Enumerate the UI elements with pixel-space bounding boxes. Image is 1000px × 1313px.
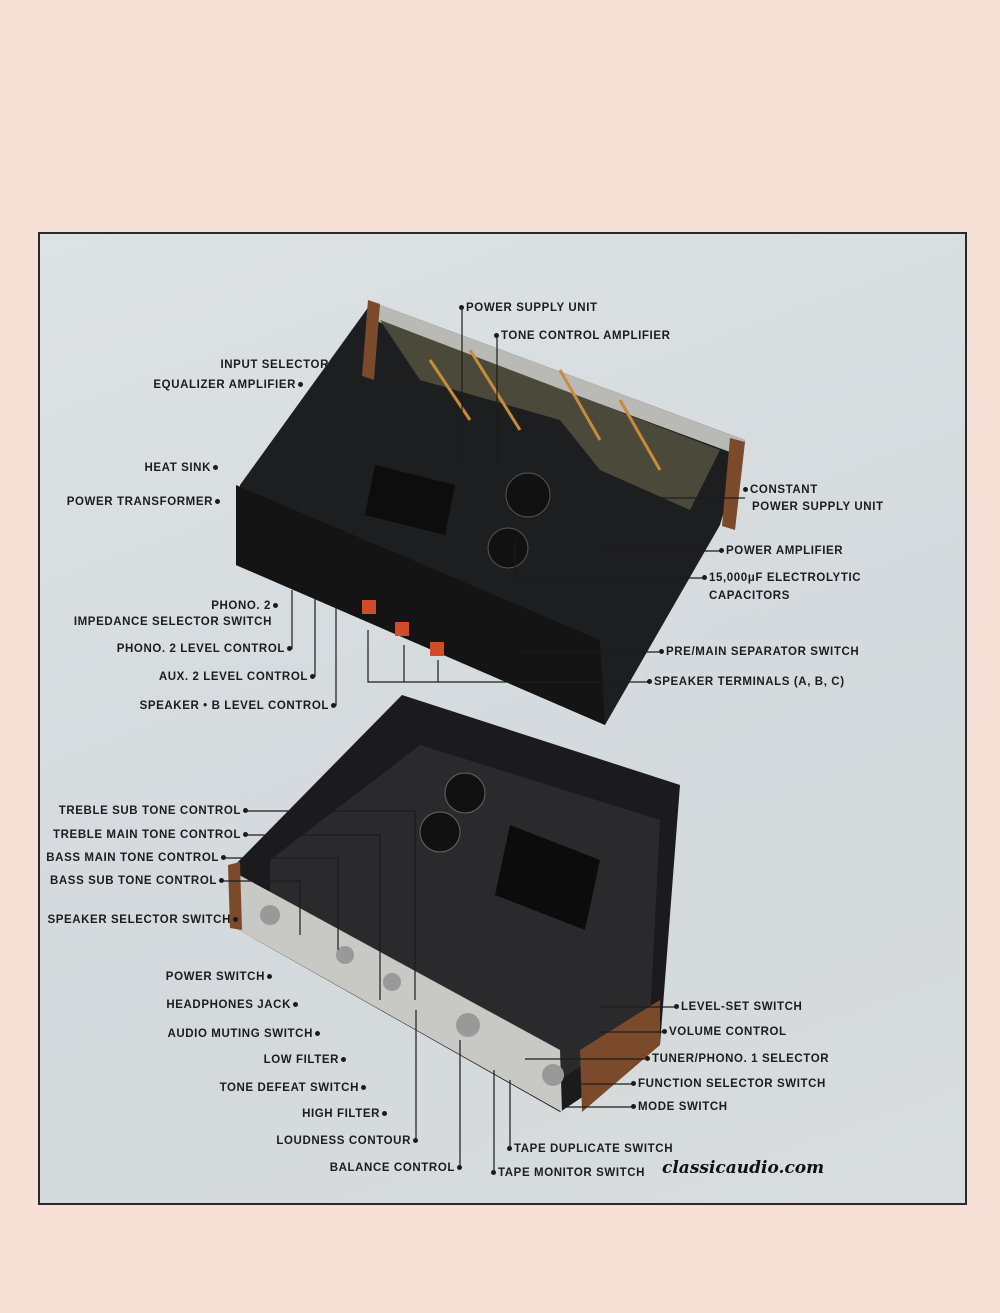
label-bass-main-tone-control: BASS MAIN TONE CONTROL xyxy=(46,852,226,865)
label-tape-duplicate-switch: TAPE DUPLICATE SWITCH xyxy=(507,1143,673,1156)
label-tape-monitor-switch: TAPE MONITOR SWITCH xyxy=(491,1167,645,1180)
label-speaker-b-level-control: SPEAKER • B LEVEL CONTROL xyxy=(140,700,336,713)
label-power-supply-unit: POWER SUPPLY UNIT xyxy=(459,302,598,315)
label-power-switch: POWER SWITCH xyxy=(166,971,272,984)
label-function-selector-switch: FUNCTION SELECTOR SWITCH xyxy=(631,1078,826,1091)
label-bass-sub-tone-control: BASS SUB TONE CONTROL xyxy=(50,875,224,888)
label-loudness-contour: LOUDNESS CONTOUR xyxy=(276,1135,418,1148)
label-equalizer-amplifier: EQUALIZER AMPLIFIER xyxy=(153,379,303,392)
label-constant: CONSTANT xyxy=(743,484,818,497)
label-tone-defeat-switch: TONE DEFEAT SWITCH xyxy=(220,1082,366,1095)
label-treble-main-tone-control: TREBLE MAIN TONE CONTROL xyxy=(53,829,248,842)
label-audio-muting-switch: AUDIO MUTING SWITCH xyxy=(167,1028,320,1041)
label-phono2-level-control: PHONO. 2 LEVEL CONTROL xyxy=(117,643,292,656)
label-tuner-phono1-selector: TUNER/PHONO. 1 SELECTOR xyxy=(645,1053,829,1066)
label-speaker-selector-switch: SPEAKER SELECTOR SWITCH xyxy=(47,914,238,927)
watermark: classicaudio.com xyxy=(662,1158,825,1178)
label-power-transformer: POWER TRANSFORMER xyxy=(67,496,220,509)
label-mode-switch: MODE SWITCH xyxy=(631,1101,728,1114)
label-aux2-level-control: AUX. 2 LEVEL CONTROL xyxy=(159,671,315,684)
amplifier-rear-view xyxy=(236,300,745,725)
label-headphones-jack: HEADPHONES JACK xyxy=(166,999,298,1012)
label-input-selector: INPUT SELECTOR xyxy=(220,359,336,372)
label-speaker-terminals: SPEAKER TERMINALS (A, B, C) xyxy=(647,676,845,689)
label-electrolytic-capacitors: 15,000μF ELECTROLYTIC xyxy=(702,572,861,585)
leader-lines xyxy=(222,308,745,1173)
label-constant-power-supply-unit: POWER SUPPLY UNIT xyxy=(752,501,884,513)
label-phono2: PHONO. 2 xyxy=(211,600,278,613)
label-volume-control: VOLUME CONTROL xyxy=(662,1026,787,1039)
label-capacitors: CAPACITORS xyxy=(709,590,790,602)
label-balance-control: BALANCE CONTROL xyxy=(330,1162,462,1175)
label-pre-main-separator-switch: PRE/MAIN SEPARATOR SWITCH xyxy=(659,646,859,659)
label-tone-control-amplifier: TONE CONTROL AMPLIFIER xyxy=(494,330,671,343)
label-impedance-selector-switch: IMPEDANCE SELECTOR SWITCH xyxy=(73,616,272,628)
amplifier-front-view xyxy=(228,695,680,1112)
label-high-filter: HIGH FILTER xyxy=(302,1108,387,1121)
label-treble-sub-tone-control: TREBLE SUB TONE CONTROL xyxy=(59,805,248,818)
label-heat-sink: HEAT SINK xyxy=(144,462,218,475)
label-level-set-switch: LEVEL-SET SWITCH xyxy=(674,1001,802,1014)
label-power-amplifier: POWER AMPLIFIER xyxy=(719,545,843,558)
label-low-filter: LOW FILTER xyxy=(264,1054,346,1067)
